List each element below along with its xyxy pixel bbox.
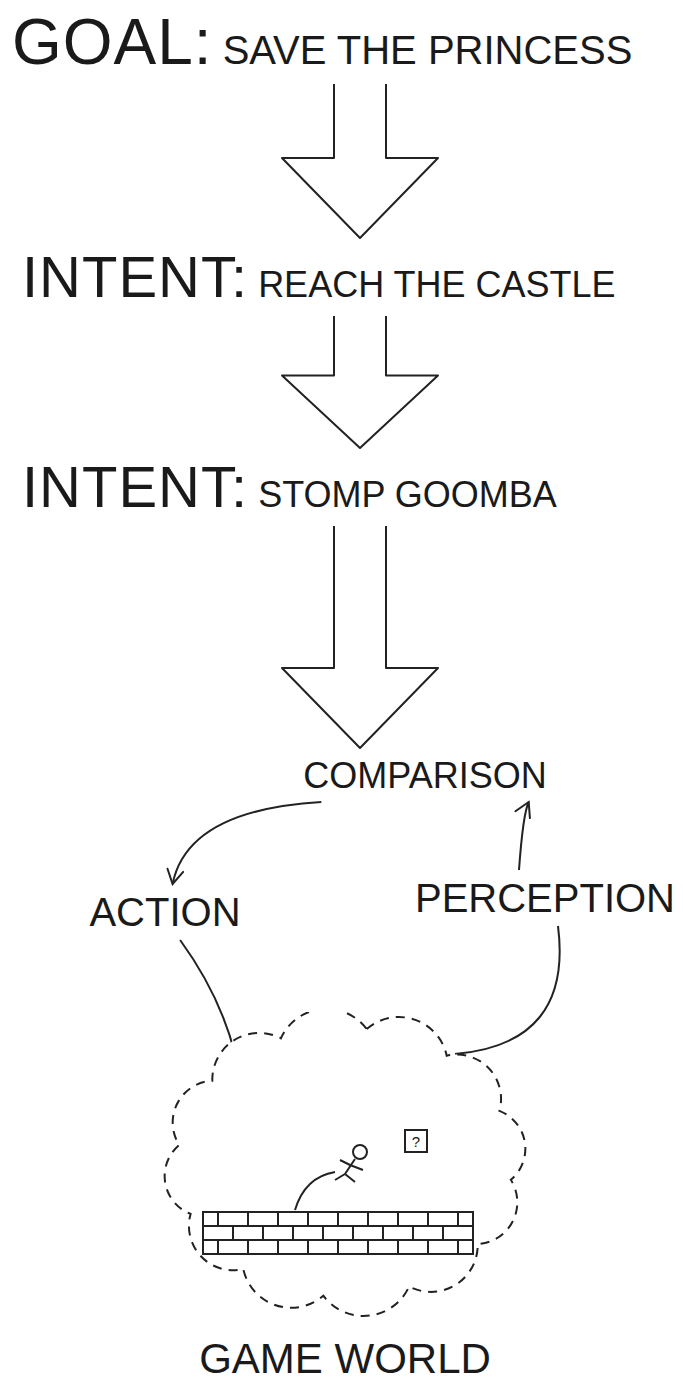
- level-heading: INTENT:: [22, 458, 248, 516]
- hollow-arrow-outline: [282, 84, 438, 238]
- block-symbol: ?: [412, 1134, 420, 1149]
- cycle-line: [455, 926, 560, 1054]
- intent-text: INTENT: STOMP GOOMBA: [22, 458, 557, 516]
- level-heading: GOAL:: [12, 10, 213, 74]
- cloud-outline-path: [165, 1012, 526, 1316]
- intent-text: INTENT: REACH THE CASTLE: [22, 248, 616, 306]
- goal-text: GOAL:SAVE THE PRINCESS: [12, 10, 632, 74]
- hollow-arrow-outline: [282, 526, 438, 748]
- hollow-arrow: [282, 84, 438, 238]
- cycle-curve: [455, 926, 560, 1054]
- level-body: STOMP GOOMBA: [258, 477, 557, 513]
- level-heading: INTENT:: [22, 248, 248, 306]
- level-body: REACH THE CASTLE: [258, 267, 615, 303]
- hollow-arrow: [282, 316, 438, 448]
- hollow-arrow: [282, 526, 438, 748]
- cycle-line: [180, 940, 235, 1054]
- runner-figure: [335, 1145, 367, 1182]
- cycle-curve: [515, 802, 530, 870]
- action-text: ACTION: [89, 892, 240, 932]
- arrow-head: [168, 869, 184, 884]
- jump-arc: [295, 1172, 335, 1210]
- world-label: GAME WORLD: [199, 1338, 491, 1380]
- stage-label: ACTION: [89, 892, 240, 932]
- cycle-curve: [168, 802, 322, 884]
- stage-label: COMPARISON: [303, 758, 546, 794]
- perception-text: PERCEPTION: [415, 878, 675, 918]
- arrow-head: [515, 802, 530, 818]
- game-world-cloud: GAME WORLD: [155, 1012, 535, 1332]
- question-block: [405, 1130, 427, 1152]
- level-body: SAVE THE PRINCESS: [223, 30, 633, 70]
- cloud-outline: [155, 1012, 535, 1332]
- cycle-curve: [180, 940, 235, 1054]
- comparison-text: COMPARISON: [303, 758, 546, 794]
- stage-label: PERCEPTION: [415, 878, 675, 918]
- cycle-line: [519, 802, 529, 870]
- brick-platform: [203, 1212, 473, 1254]
- hollow-arrow-outline: [282, 316, 438, 448]
- cycle-line: [173, 802, 322, 884]
